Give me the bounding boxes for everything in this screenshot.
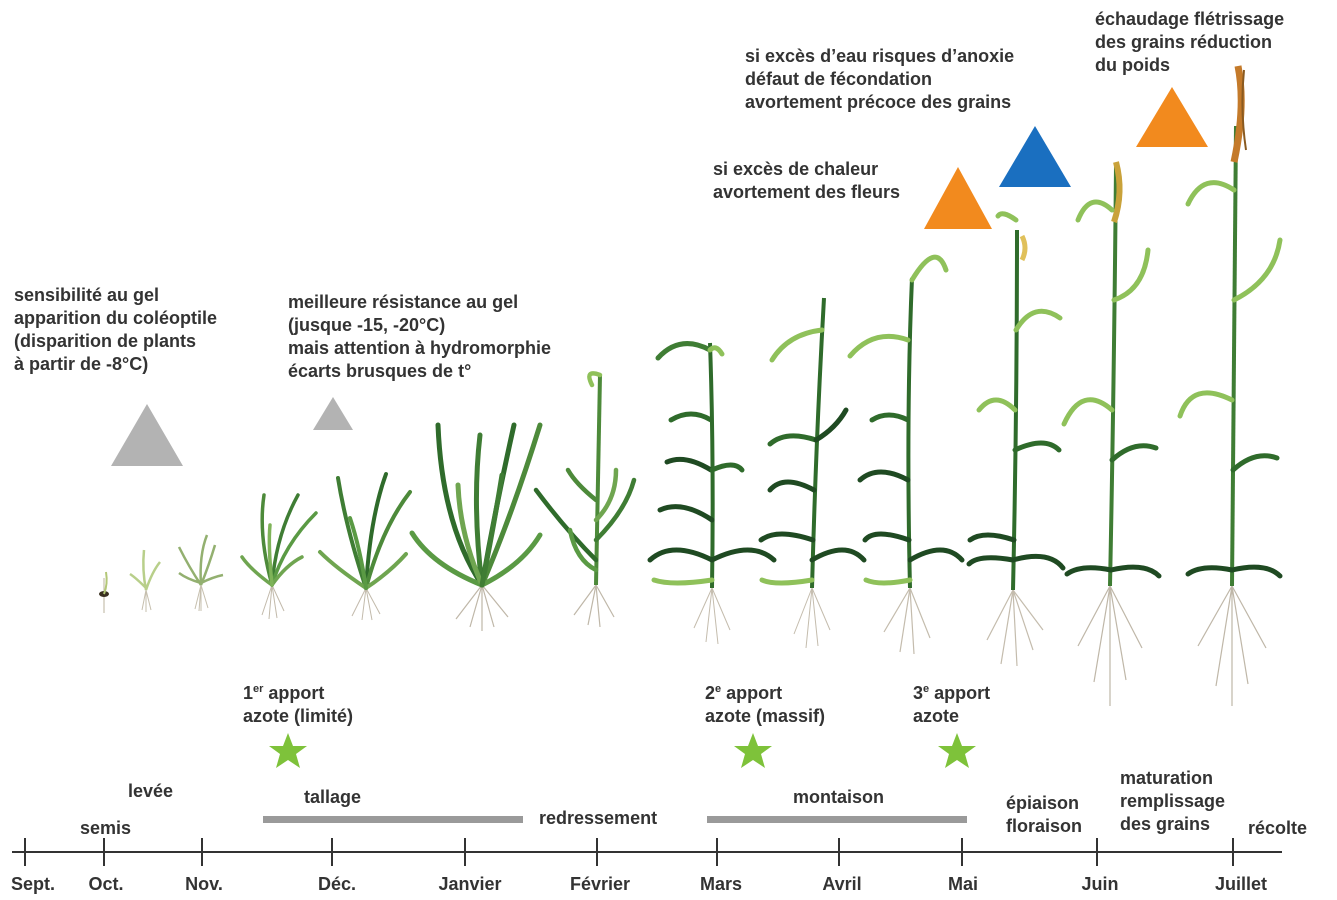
month-oct: Oct.	[88, 874, 124, 894]
risk-triangle-gel-coleoptile	[111, 404, 183, 466]
month-mai: Mai	[947, 874, 979, 894]
stage-recolte: récolte	[1248, 818, 1308, 838]
stage-redressement: redressement	[539, 808, 658, 828]
month-sept: Sept.	[10, 874, 56, 894]
plant-stage-ripening	[1061, 161, 1162, 706]
risk-triangle-eau	[999, 126, 1071, 187]
risk-text-gel-coleoptile: sensibilité au gel apparition du coléopt…	[14, 285, 218, 374]
plant-stage-tillering-3	[409, 422, 543, 631]
plant-stage-stem-2	[758, 297, 867, 649]
stage-levee: levée	[128, 781, 174, 801]
stage-semis: semis	[80, 818, 132, 838]
month-juin: Juin	[1081, 874, 1119, 894]
month-nov: Nov.	[185, 874, 223, 894]
month-avril: Avril	[822, 874, 862, 894]
risk-text-echaudage: échaudage flétrissage des grains réducti…	[1095, 9, 1285, 75]
plant-stage-seed	[99, 571, 109, 613]
risk-text-gel-resistance: meilleure résistance au gel (jusque -15,…	[288, 292, 552, 381]
nitrogen-label-3: 3e apport azote	[913, 683, 991, 726]
tallage-period-bar	[263, 816, 523, 823]
plant-stage-harvest	[1177, 65, 1283, 706]
risk-triangle-echaudage	[1136, 87, 1208, 147]
stage-montaison: montaison	[793, 787, 885, 807]
plant-stage-heading	[966, 211, 1066, 667]
month-mars: Mars	[699, 874, 743, 894]
nitrogen-star-3	[938, 733, 976, 768]
month-fevrier: Février	[569, 874, 631, 894]
nitrogen-star-1	[269, 733, 307, 768]
stage-maturation: maturation remplissage des grains	[1120, 768, 1226, 834]
plant-stage-tillering-1	[240, 493, 318, 620]
risk-triangle-chaleur	[924, 167, 992, 229]
nitrogen-star-2	[734, 733, 772, 768]
plant-stage-tillering-2	[318, 472, 412, 621]
month-janvier: Janvier	[438, 874, 502, 894]
plant-stage-stem-1	[647, 341, 777, 645]
plant-stage-stem-3	[847, 254, 965, 655]
stage-epiaison: épiaison floraison	[1006, 793, 1083, 836]
plant-stage-erecting	[533, 371, 637, 628]
plant-stage-seedling	[177, 534, 224, 612]
time-axis	[12, 838, 1282, 866]
risk-text-eau: si excès d’eau risques d’anoxie défaut d…	[745, 46, 1015, 112]
month-dec: Déc.	[317, 874, 357, 894]
month-juillet: Juillet	[1214, 874, 1268, 894]
risk-triangle-gel-resistance	[313, 397, 353, 430]
stage-tallage: tallage	[304, 787, 362, 807]
nitrogen-label-1: 1er apport azote (limité)	[243, 683, 354, 726]
nitrogen-label-2: 2e apport azote (massif)	[705, 683, 826, 726]
risk-text-chaleur: si excès de chaleur avortement des fleur…	[713, 159, 901, 202]
plant-stage-emergence	[129, 549, 161, 612]
montaison-period-bar	[707, 816, 967, 823]
